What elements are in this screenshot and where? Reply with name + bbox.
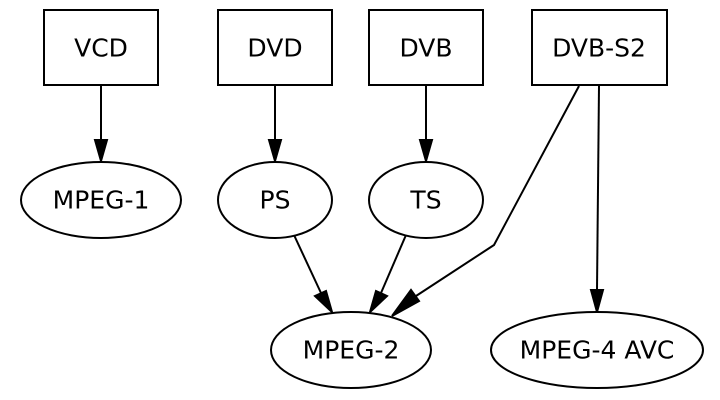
node-ellipse xyxy=(490,311,704,389)
node-mpeg4avc: MPEG-4 AVC xyxy=(490,311,704,389)
node-ts: TS xyxy=(368,161,484,239)
node-label: DVD xyxy=(247,34,302,63)
edge-dvbs2-mpeg4avc xyxy=(589,85,605,316)
edge-ts-mpeg2 xyxy=(368,234,407,316)
node-dvd: DVD xyxy=(217,9,333,86)
edge-dvd-ps xyxy=(267,85,283,165)
arrowhead xyxy=(93,139,109,165)
edge-vcd-mpeg1 xyxy=(93,85,109,165)
node-label: TS xyxy=(409,186,441,215)
node-ellipse xyxy=(217,161,333,239)
node-dvbs2: DVB-S2 xyxy=(531,9,668,86)
node-label: PS xyxy=(260,186,291,215)
arrowhead xyxy=(267,139,283,165)
edge-line xyxy=(380,234,407,294)
node-mpeg2: MPEG-2 xyxy=(270,311,432,389)
node-mpeg1: MPEG-1 xyxy=(20,161,182,239)
edge-line xyxy=(596,85,600,291)
node-label: VCD xyxy=(74,34,128,63)
edge-dvb-ts xyxy=(418,85,434,165)
node-ellipse xyxy=(20,161,182,239)
edge-line xyxy=(293,234,322,294)
arrowhead xyxy=(589,289,605,316)
node-label: MPEG-1 xyxy=(53,186,150,215)
arrowhead xyxy=(418,139,434,165)
node-ellipse xyxy=(270,311,432,389)
node-label: MPEG-2 xyxy=(303,336,400,365)
edge-dvbs2-mpeg2 xyxy=(391,85,580,317)
node-label: DVB xyxy=(399,34,452,63)
node-label: DVB-S2 xyxy=(552,34,646,63)
edge-line xyxy=(415,85,580,297)
arrowhead xyxy=(313,289,334,316)
node-ps: PS xyxy=(217,161,333,239)
edges xyxy=(93,85,605,317)
arrowhead xyxy=(368,289,389,316)
node-box xyxy=(43,9,159,86)
node-ellipse xyxy=(368,161,484,239)
node-label: MPEG-4 AVC xyxy=(520,336,675,365)
arrowhead xyxy=(391,288,421,317)
node-box xyxy=(368,9,484,86)
node-vcd: VCD xyxy=(43,9,159,86)
node-dvb: DVB xyxy=(368,9,484,86)
edge-ps-mpeg2 xyxy=(293,234,334,316)
node-box xyxy=(531,9,668,86)
node-box xyxy=(217,9,333,86)
